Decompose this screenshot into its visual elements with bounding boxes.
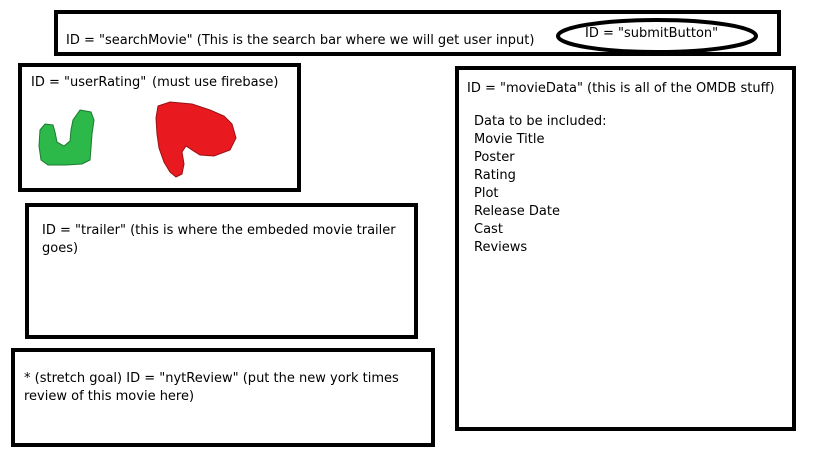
list-item: Release Date <box>474 204 560 219</box>
list-item: Poster <box>474 150 515 165</box>
movie-data-box: ID = "movieData" (this is all of the OMD… <box>455 66 796 431</box>
nyt-review-label: * (stretch goal) ID = "nytReview" (put t… <box>24 371 399 404</box>
nyt-review-box: * (stretch goal) ID = "nytReview" (put t… <box>11 348 435 447</box>
submit-button-label[interactable]: ID = "submitButton" <box>585 26 719 41</box>
submit-button-ellipse[interactable] <box>556 18 758 54</box>
list-item: Reviews <box>474 240 528 255</box>
movie-data-list-heading: Data to be included: <box>474 114 607 129</box>
movie-data-label: ID = "movieData" (this is all of the OMD… <box>467 81 775 96</box>
trailer-label: ID = "trailer" (this is where the embede… <box>42 223 396 256</box>
list-item: Movie Title <box>474 132 545 147</box>
list-item: Cast <box>474 222 503 237</box>
user-rating-label: ID = "userRating" <box>31 75 147 90</box>
movie-data-list: Data to be included: Movie Title Poster … <box>474 113 606 257</box>
thumb-down-icon[interactable] <box>152 100 240 180</box>
user-rating-note: (must use firebase) <box>152 75 279 90</box>
user-rating-box: ID = "userRating" (must use firebase) <box>18 63 301 192</box>
trailer-box: ID = "trailer" (this is where the embede… <box>25 203 418 339</box>
search-movie-label: ID = "searchMovie" (This is the search b… <box>66 33 535 48</box>
thumb-up-icon[interactable] <box>36 108 98 168</box>
list-item: Rating <box>474 168 516 183</box>
list-item: Plot <box>474 186 499 201</box>
